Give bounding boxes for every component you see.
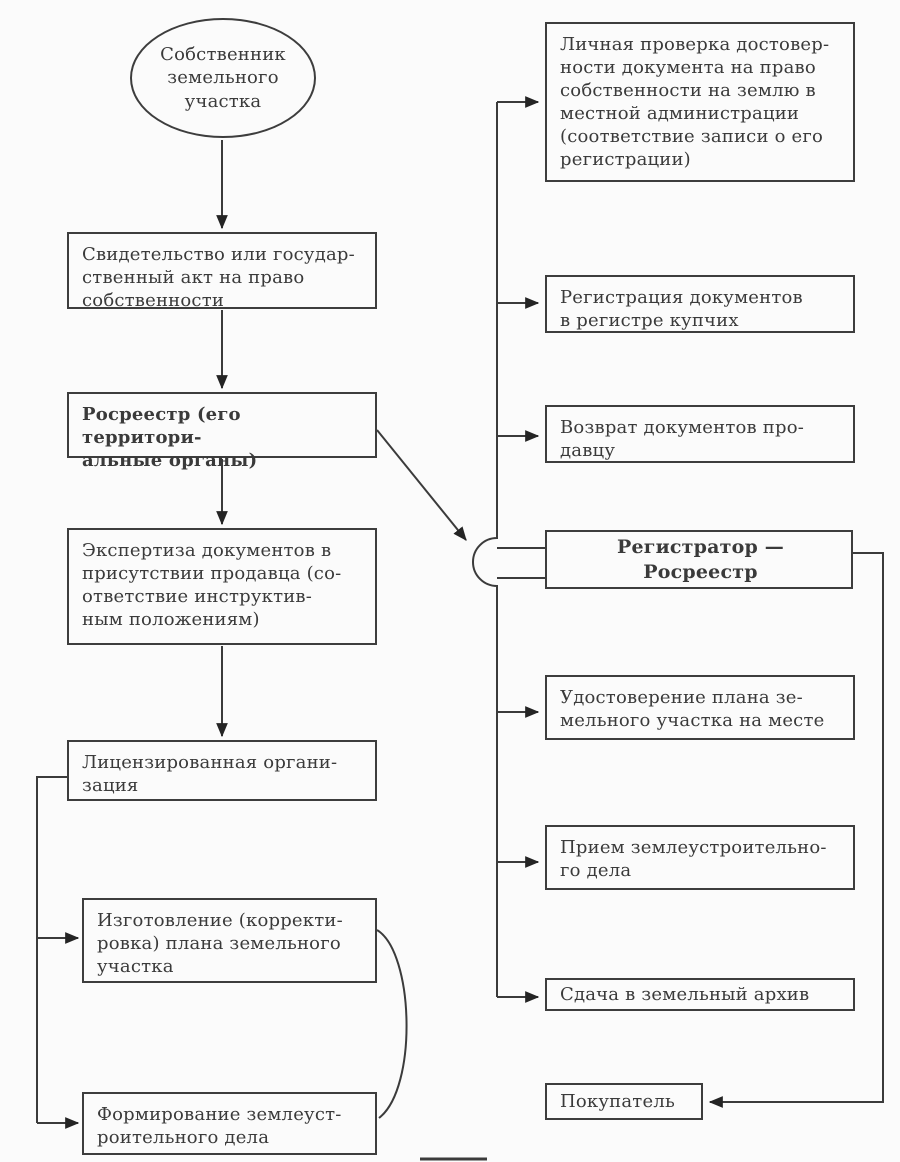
- node-return-docs: Возврат документов про- давцу: [545, 405, 855, 463]
- node-personal-check-label: Личная проверка достовер- ности документ…: [560, 34, 830, 171]
- node-case-formation: Формирование землеуст- роительного дела: [82, 1092, 377, 1155]
- node-expertise: Экспертиза документов в присутствии прод…: [67, 528, 377, 645]
- node-plan-cert-label: Удостоверение плана зе- мельного участка…: [560, 687, 825, 732]
- node-owner-label: Собственник земельного участка: [160, 44, 286, 112]
- node-licensed-org: Лицензированная органи- зация: [67, 740, 377, 801]
- node-buyer-label: Покупатель: [560, 1090, 675, 1112]
- node-return-docs-label: Возврат документов про- давцу: [560, 417, 805, 462]
- node-registration-label: Регистрация документов в регистре купчих: [560, 287, 803, 332]
- curve-plan-to-case: [376, 929, 408, 1119]
- node-licensed-org-label: Лицензированная органи- зация: [82, 752, 338, 797]
- node-buyer: Покупатель: [545, 1083, 703, 1120]
- node-archive-label: Сдача в земельный архив: [560, 983, 810, 1005]
- node-case-formation-label: Формирование землеуст- роительного дела: [97, 1104, 342, 1149]
- node-archive: Сдача в земельный архив: [545, 978, 855, 1011]
- node-expertise-label: Экспертиза документов в присутствии прод…: [82, 540, 342, 631]
- rail-licensed-org: [36, 776, 67, 1123]
- node-registrar: Регистратор — Росреестр: [545, 530, 853, 589]
- arrow-rosreestr-to-registrar-trunk: [376, 429, 467, 541]
- node-plan-production-label: Изготовление (корректи- ровка) плана зем…: [97, 910, 343, 978]
- node-certificate-label: Свидетельство или государ- ственный акт …: [82, 244, 355, 312]
- node-personal-check: Личная проверка достовер- ности документ…: [545, 22, 855, 182]
- node-plan-production: Изготовление (корректи- ровка) плана зем…: [82, 898, 377, 983]
- node-plan-cert: Удостоверение плана зе- мельного участка…: [545, 675, 855, 740]
- node-rosreestr-label: Росреестр (его территори- альные органы): [82, 404, 258, 472]
- node-registrar-label: Регистратор — Росреестр: [617, 536, 784, 583]
- node-owner: Собственник земельного участка: [130, 18, 316, 138]
- node-registration: Регистрация документов в регистре купчих: [545, 275, 855, 333]
- node-certificate: Свидетельство или государ- ственный акт …: [67, 232, 377, 311]
- node-case-acceptance: Прием землеустроительно- го дела: [545, 825, 855, 890]
- node-case-acceptance-label: Прием землеустроительно- го дела: [560, 837, 827, 882]
- trunk-right: [472, 102, 498, 997]
- node-rosreestr: Росреестр (его территори- альные органы): [67, 392, 377, 471]
